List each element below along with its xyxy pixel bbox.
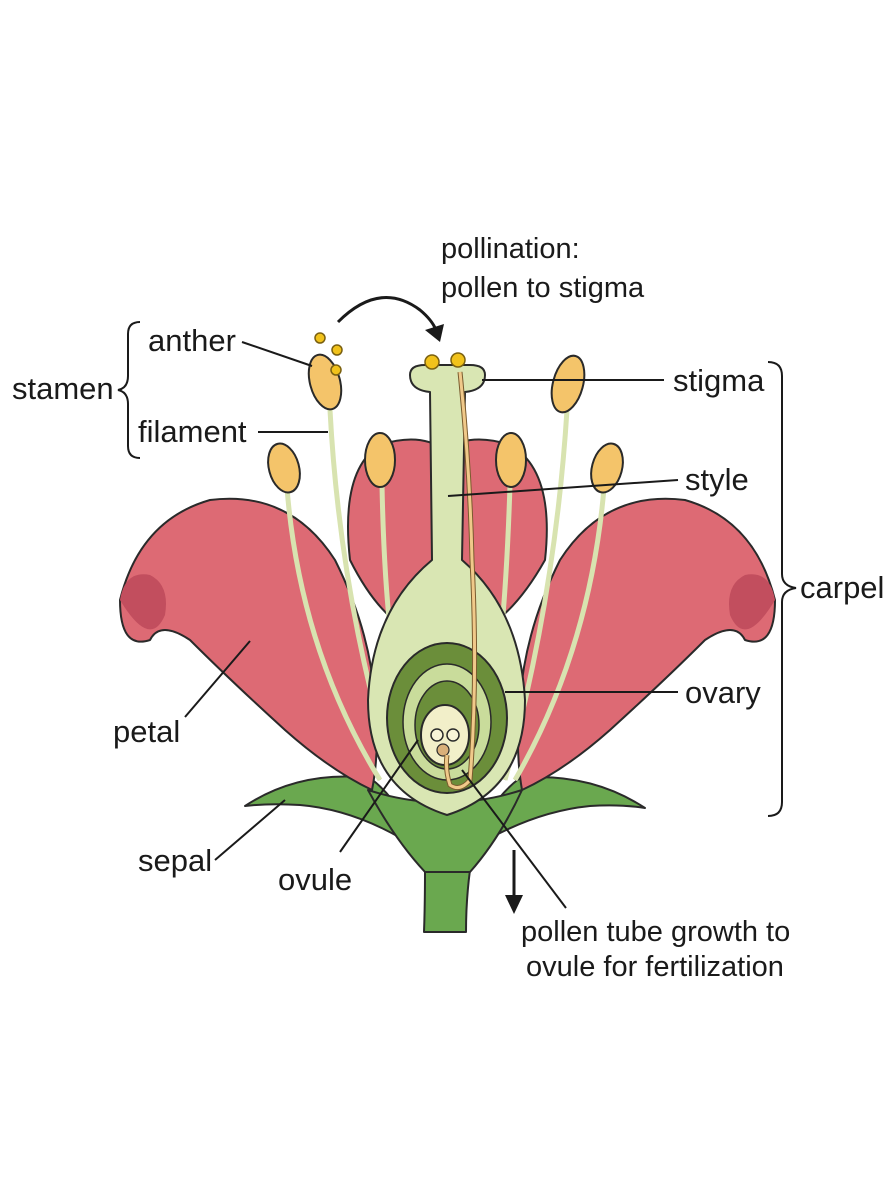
filament-label: filament <box>138 414 247 449</box>
stem <box>423 869 471 933</box>
pollen-tube-label-line1: pollen tube growth to <box>521 916 790 948</box>
petal-right <box>516 497 776 791</box>
growth-down-arrow <box>505 850 523 914</box>
pollination-arrow <box>336 296 444 342</box>
stamen-label: stamen <box>12 371 114 406</box>
anther-label: anther <box>148 323 236 358</box>
stigma-label: stigma <box>673 363 765 398</box>
pollen-tube <box>443 371 478 791</box>
pollination-label-line2: pollen to stigma <box>441 272 645 304</box>
ovule-label: ovule <box>278 862 352 897</box>
petal-label: petal <box>113 714 180 749</box>
ovary-label: ovary <box>685 675 761 710</box>
style-label: style <box>685 462 749 497</box>
pollen-tube-label-line2: ovule for fertilization <box>526 951 784 983</box>
carpel-label: carpel <box>800 570 884 605</box>
carpel-brace <box>767 361 797 817</box>
ovule-shape <box>420 704 470 766</box>
pollination-label-line1: pollination: <box>441 233 580 265</box>
sepal-label: sepal <box>138 843 212 878</box>
stamen-brace <box>117 321 141 459</box>
pollen-grains <box>314 332 466 376</box>
petal-left <box>119 497 378 791</box>
leader-lines <box>184 341 679 909</box>
anthers <box>267 353 624 494</box>
